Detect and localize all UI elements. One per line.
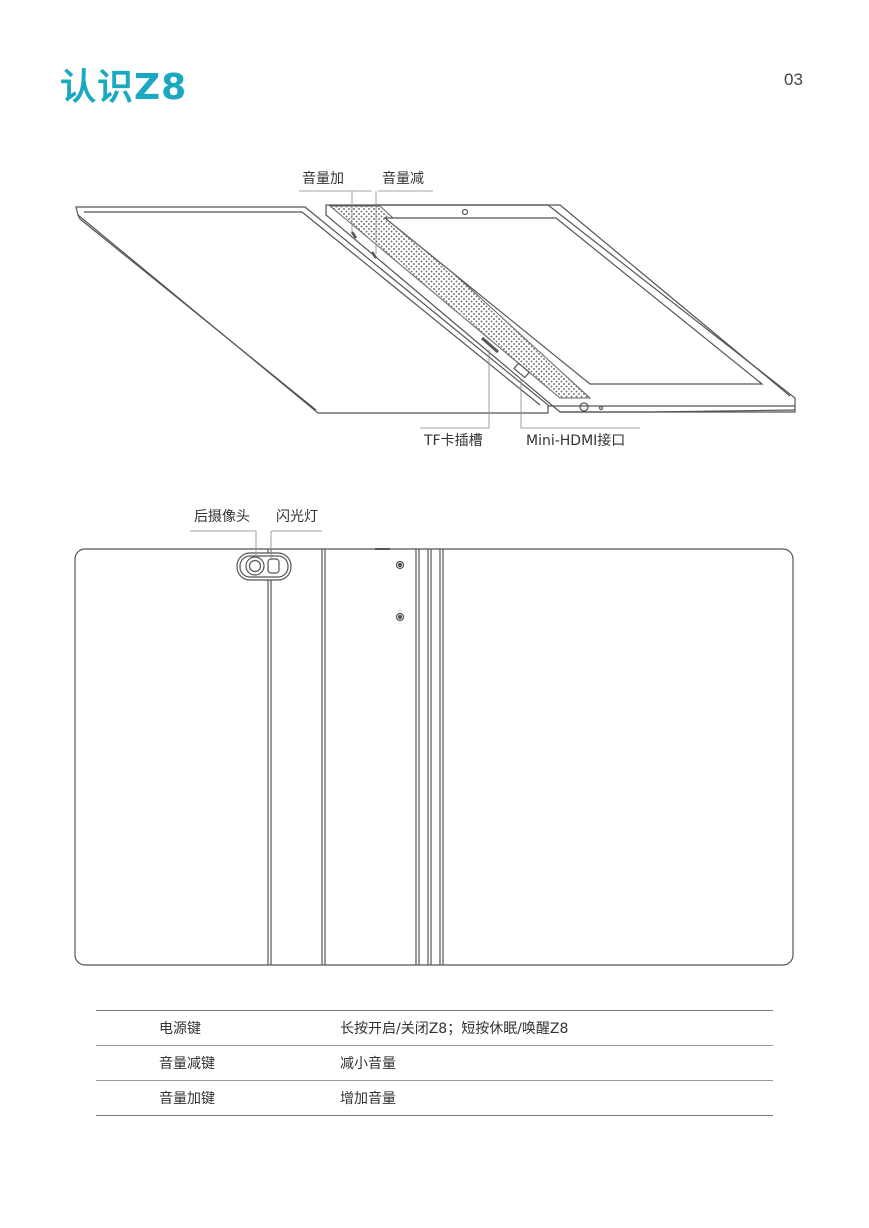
rear-camera-lens [245,556,265,576]
tablet-body [325,204,796,413]
tablet-side-view-illustration [75,190,796,429]
tablet-back-view-illustration [74,530,794,966]
table-value: 增加音量 [340,1091,396,1107]
speaker-grille [328,205,592,399]
table-key: 音量加键 [159,1091,215,1107]
callout-lines [299,190,640,429]
page-number: 03 [784,70,803,89]
table-key: 电源键 [159,1021,201,1037]
back-callout-lines [190,530,322,559]
table-row: 音量加键 增加音量 [96,1080,773,1116]
table-key: 音量减键 [159,1056,215,1072]
table-row: 电源键 长按开启/关闭Z8；短按休眠/唤醒Z8 [96,1010,773,1046]
label-flash: 闪光灯 [276,509,318,525]
label-volume-down: 音量减 [382,171,424,187]
flash-led [267,558,280,574]
label-mini-hdmi: Mini-HDMI接口 [526,433,626,449]
button-function-table: 电源键 长按开启/关闭Z8；短按休眠/唤醒Z8 音量减键 减小音量 音量加键 增… [96,1010,773,1116]
page-title: 认识Z8 [60,67,188,108]
label-tf-slot: TF卡插槽 [424,433,483,449]
label-volume-up: 音量加 [302,171,344,187]
table-value: 减小音量 [340,1056,396,1072]
table-value: 长按开启/关闭Z8；短按休眠/唤醒Z8 [340,1021,569,1037]
keyboard-cover [75,206,549,414]
label-rear-camera: 后摄像头 [194,509,250,525]
table-row: 音量减键 减小音量 [96,1045,773,1081]
